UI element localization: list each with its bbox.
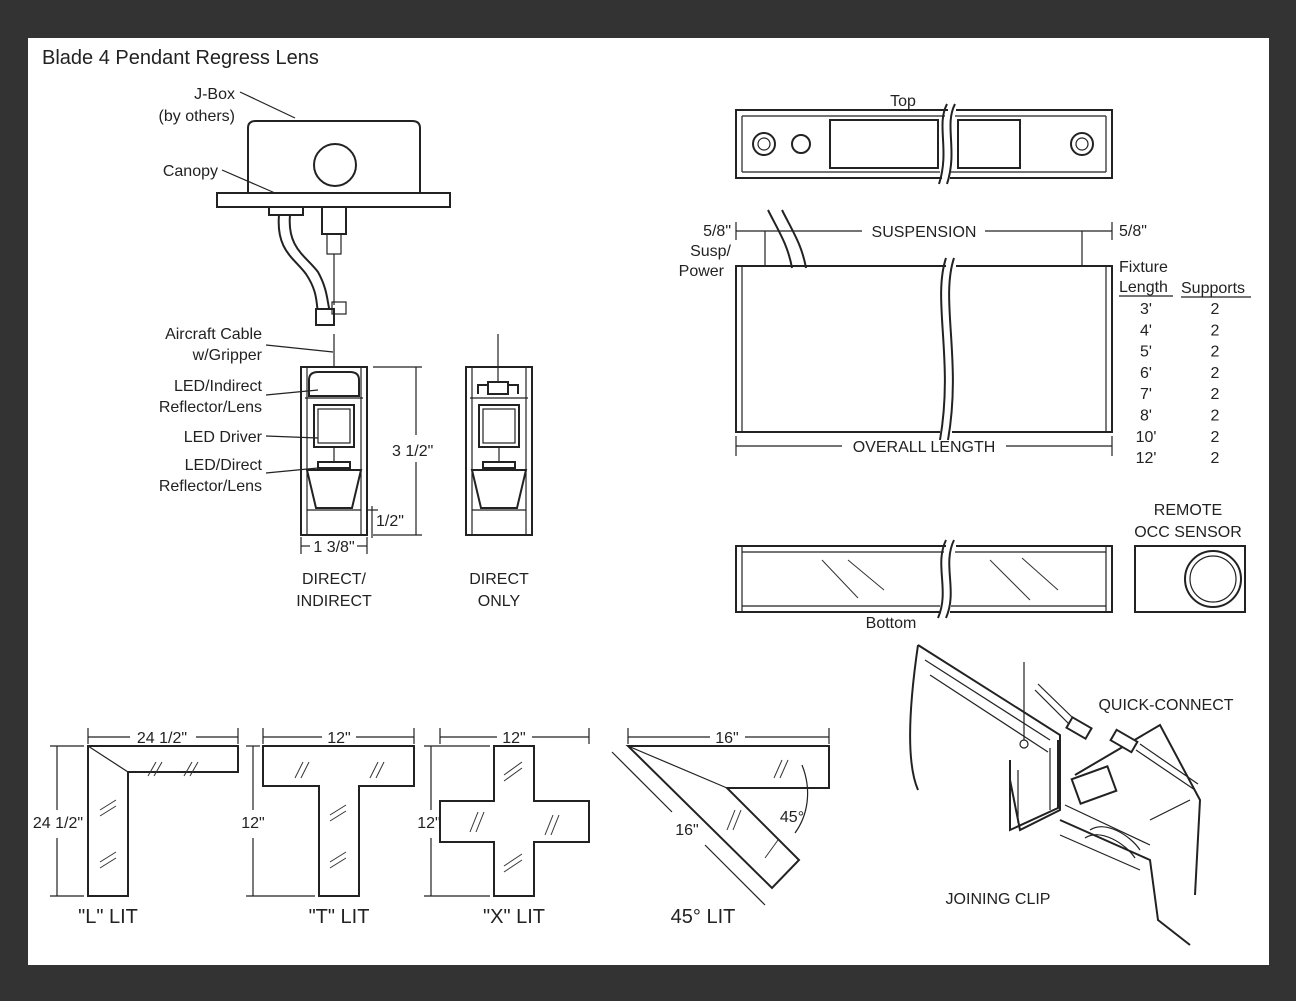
jbox-canopy-assembly xyxy=(216,120,451,326)
l-lit-config xyxy=(50,728,239,897)
susp-offset-left-dim: 5/8" xyxy=(703,223,731,240)
section-dimensions xyxy=(300,366,422,554)
lens-height-dim: 1/2" xyxy=(376,513,404,530)
joining-clip-assembly xyxy=(909,644,1202,946)
led-driver-label: LED Driver xyxy=(184,429,263,446)
x-lit-config xyxy=(424,728,590,897)
table-cell-supports: 2 xyxy=(1211,429,1220,446)
table-cell-supports: 2 xyxy=(1211,322,1220,339)
table-cell-supports: 2 xyxy=(1211,301,1220,318)
angle-lit-label: 45° LIT xyxy=(671,906,736,928)
table-cell-supports: 2 xyxy=(1211,365,1220,382)
drawing-title: Blade 4 Pendant Regress Lens xyxy=(42,47,319,69)
l-lit-label: "L" LIT xyxy=(78,906,138,928)
elevation-view xyxy=(735,209,1113,456)
table-header-length-2: Length xyxy=(1119,279,1168,296)
table-cell-supports: 2 xyxy=(1211,408,1220,425)
remote-sensor-label-2: OCC SENSOR xyxy=(1134,524,1242,541)
led-direct-label: LED/Direct xyxy=(185,457,263,474)
direct-only-section xyxy=(465,334,533,536)
suspension-dim: SUSPENSION xyxy=(872,224,977,241)
l-lit-top-dim: 24 1/2" xyxy=(137,730,187,747)
angle-lit-side-dim: 16" xyxy=(675,822,698,839)
angle-lit-top-dim: 16" xyxy=(715,730,738,747)
table-header-length-1: Fixture xyxy=(1119,259,1168,276)
t-lit-label: "T" LIT xyxy=(309,906,370,928)
susp-power-label-1: Susp/ xyxy=(690,243,731,260)
x-lit-label: "X" LIT xyxy=(483,906,545,928)
table-cell-length: 7' xyxy=(1140,386,1152,403)
aircraft-cable-sub-label: w/Gripper xyxy=(192,347,263,364)
table-cell-length: 12' xyxy=(1136,450,1157,467)
remote-occ-sensor xyxy=(1134,545,1246,613)
table-header-supports: Supports xyxy=(1181,280,1245,297)
height-dim: 3 1/2" xyxy=(392,443,433,460)
table-cell-length: 5' xyxy=(1140,344,1152,361)
remote-sensor-label-1: REMOTE xyxy=(1154,502,1222,519)
led-indirect-sub-label: Reflector/Lens xyxy=(159,399,262,416)
t-lit-side-dim: 12" xyxy=(241,815,264,832)
jbox-sub-label: (by others) xyxy=(159,108,235,125)
direct-only-label-2: ONLY xyxy=(478,593,521,610)
x-lit-top-dim: 12" xyxy=(502,730,525,747)
jbox-label: J-Box xyxy=(194,86,235,103)
bottom-view-label: Bottom xyxy=(866,615,917,632)
angle-lit-angle: 45° xyxy=(780,809,804,826)
width-dim: 1 3/8" xyxy=(313,539,354,556)
susp-offset-right-dim: 5/8" xyxy=(1119,223,1147,240)
table-cell-length: 8' xyxy=(1140,408,1152,425)
table-cell-supports: 2 xyxy=(1211,386,1220,403)
top-view-label: Top xyxy=(890,93,916,110)
led-direct-sub-label: Reflector/Lens xyxy=(159,478,262,495)
top-view xyxy=(735,103,1113,185)
table-cell-length: 6' xyxy=(1140,365,1152,382)
joining-clip-label: JOINING CLIP xyxy=(946,891,1051,908)
overall-length-dim: OVERALL LENGTH xyxy=(853,439,996,456)
table-cell-supports: 2 xyxy=(1211,344,1220,361)
canopy-label: Canopy xyxy=(163,163,218,180)
angle-lit-config xyxy=(611,728,830,906)
aircraft-cable-label: Aircraft Cable xyxy=(165,326,262,343)
supports-table: Fixture Length Supports 3' 2 4' 2 5' 2 6' 2 7' 2 8… xyxy=(1119,259,1251,467)
direct-indirect-label-2: INDIRECT xyxy=(296,593,372,610)
t-lit-config xyxy=(246,728,415,897)
table-rows: 3' 2 4' 2 5' 2 6' 2 7' 2 8' 2 10' 2 12' 2 xyxy=(1136,301,1220,467)
direct-indirect-label-1: DIRECT/ xyxy=(302,571,367,588)
x-lit-side-dim: 12" xyxy=(417,815,440,832)
table-cell-length: 10' xyxy=(1136,429,1157,446)
bottom-view xyxy=(735,539,1113,619)
t-lit-top-dim: 12" xyxy=(327,730,350,747)
susp-power-label-2: Power xyxy=(679,263,725,280)
table-cell-length: 3' xyxy=(1140,301,1152,318)
led-indirect-label: LED/Indirect xyxy=(174,378,263,395)
direct-indirect-section xyxy=(300,334,368,536)
direct-only-label-1: DIRECT xyxy=(469,571,529,588)
table-cell-length: 4' xyxy=(1140,322,1152,339)
l-lit-side-dim: 24 1/2" xyxy=(33,815,83,832)
table-cell-supports: 2 xyxy=(1211,450,1220,467)
quick-connect-label: QUICK-CONNECT xyxy=(1098,697,1233,714)
